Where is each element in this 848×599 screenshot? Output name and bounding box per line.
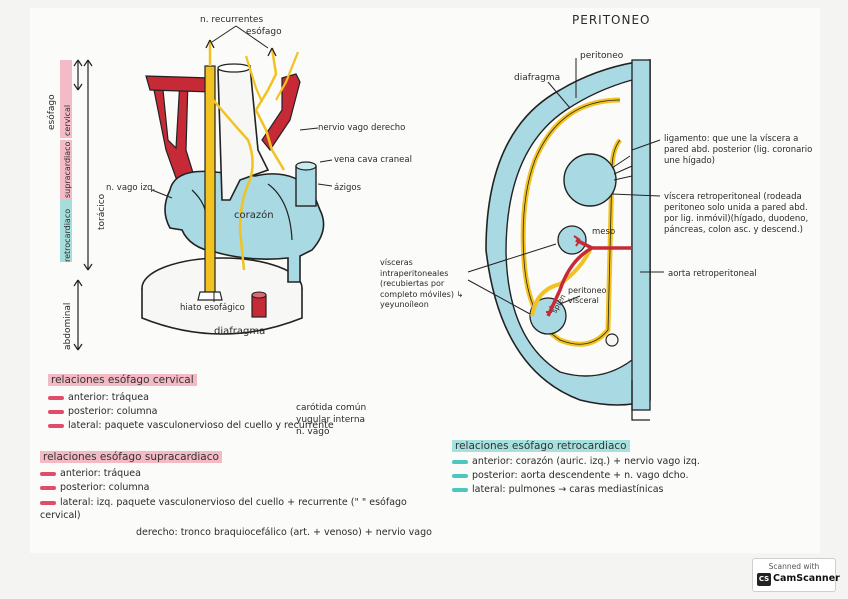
label-azigos: ázigos [334, 183, 362, 193]
label-n-recurrentes: n. recurrentes [200, 15, 263, 25]
label-peritoneo-visceral: peritoneo visceral [568, 286, 607, 305]
side-label-cervical: cervical [63, 105, 72, 136]
label-ligamento: ligamento: que une la víscera a pared ab… [664, 134, 813, 166]
camscanner-name: CamScanner [773, 573, 840, 584]
side-label-retrocardiaco: retrocardiaco [63, 209, 72, 262]
intraperitoneal-viscus-1 [557, 225, 587, 255]
label-meso: meso [592, 227, 615, 237]
retroperitoneal-viscus [563, 153, 617, 207]
side-label-toracico: torácico [97, 193, 107, 230]
label-visceras-intraperitoneales: vísceras intraperitoneales (recubiertas … [380, 258, 464, 309]
notes-retrocardiaco-line-3: lateral: pulmones → caras mediastínicas [452, 484, 664, 495]
left-diagram-labels: n. recurrentes esófago nervio vago derec… [46, 15, 412, 350]
notes-cervical-line-3: lateral: paquete vasculonervioso del cue… [48, 420, 334, 431]
label-aorta: aorta retroperitoneal [668, 269, 757, 279]
label-diafragma-left: diafragma [214, 326, 265, 337]
label-esofago-top: esófago [246, 26, 282, 37]
esophagus-diagram [60, 25, 333, 351]
label-viscera-retroperitoneal: víscera retroperitoneal (rodeada periton… [664, 192, 809, 235]
notes-cervical-line-2: posterior: columna [48, 406, 157, 417]
peritoneo-title: PERITONEO [572, 13, 650, 27]
label-hiato: hiato esofágico [180, 303, 245, 313]
notes-supracardiaco-line-1: anterior: tráquea [40, 468, 141, 479]
side-label-esofago: esófago [46, 94, 57, 130]
label-nervio-vago-derecho: nervio vago derecho [318, 123, 405, 133]
notes-retrocardiaco-line-1: anterior: corazón (auric. izq.) + nervio… [452, 456, 700, 467]
side-label-supracardiaco: supracardiaco [63, 141, 72, 198]
notes-supracardiaco-line-4: derecho: tronco braquiocefálico (art. + … [136, 527, 432, 538]
notes-cervical-bracket: carótida común yugular interna n. vago [296, 403, 367, 437]
carotid-vessels [151, 79, 195, 179]
label-vena-cava: vena cava craneal [334, 155, 412, 165]
notes-supracardiaco-header: relaciones esófago supracardiaco [40, 451, 222, 463]
notes-supracardiaco-line-2: posterior: columna [40, 482, 149, 493]
notes-retrocardiaco-line-2: posterior: aorta descendente + n. vago d… [452, 470, 688, 481]
notes-supracardiaco-line-3: lateral: izq. paquete vasculonervioso de… [40, 497, 407, 521]
notes-retrocardiaco-header: relaciones esófago retrocardiaco [452, 440, 630, 452]
hiato-opening [197, 291, 223, 301]
label-peritoneo: peritoneo [580, 51, 624, 61]
camscanner-badge: Scanned with CS CamScanner [752, 558, 840, 592]
label-n-vago-izq: n. vago izq. [106, 183, 155, 193]
label-diafragma-right: diafragma [514, 73, 560, 83]
peritoneum-diagram [467, 58, 664, 421]
side-label-abdominal: abdominal [63, 303, 73, 350]
aortic-arch [145, 75, 213, 93]
right-vessel [261, 73, 301, 152]
notes-cervical-header: relaciones esófago cervical [48, 374, 197, 386]
notes-cervical-line-1: anterior: tráquea [48, 392, 149, 403]
camscanner-logo-icon: CS [757, 573, 771, 586]
label-corazon: corazón [234, 209, 274, 221]
vena-cava [295, 165, 317, 207]
nervio-vago-derecho-line [254, 47, 286, 171]
scanned-with-text: Scanned with [768, 562, 820, 571]
